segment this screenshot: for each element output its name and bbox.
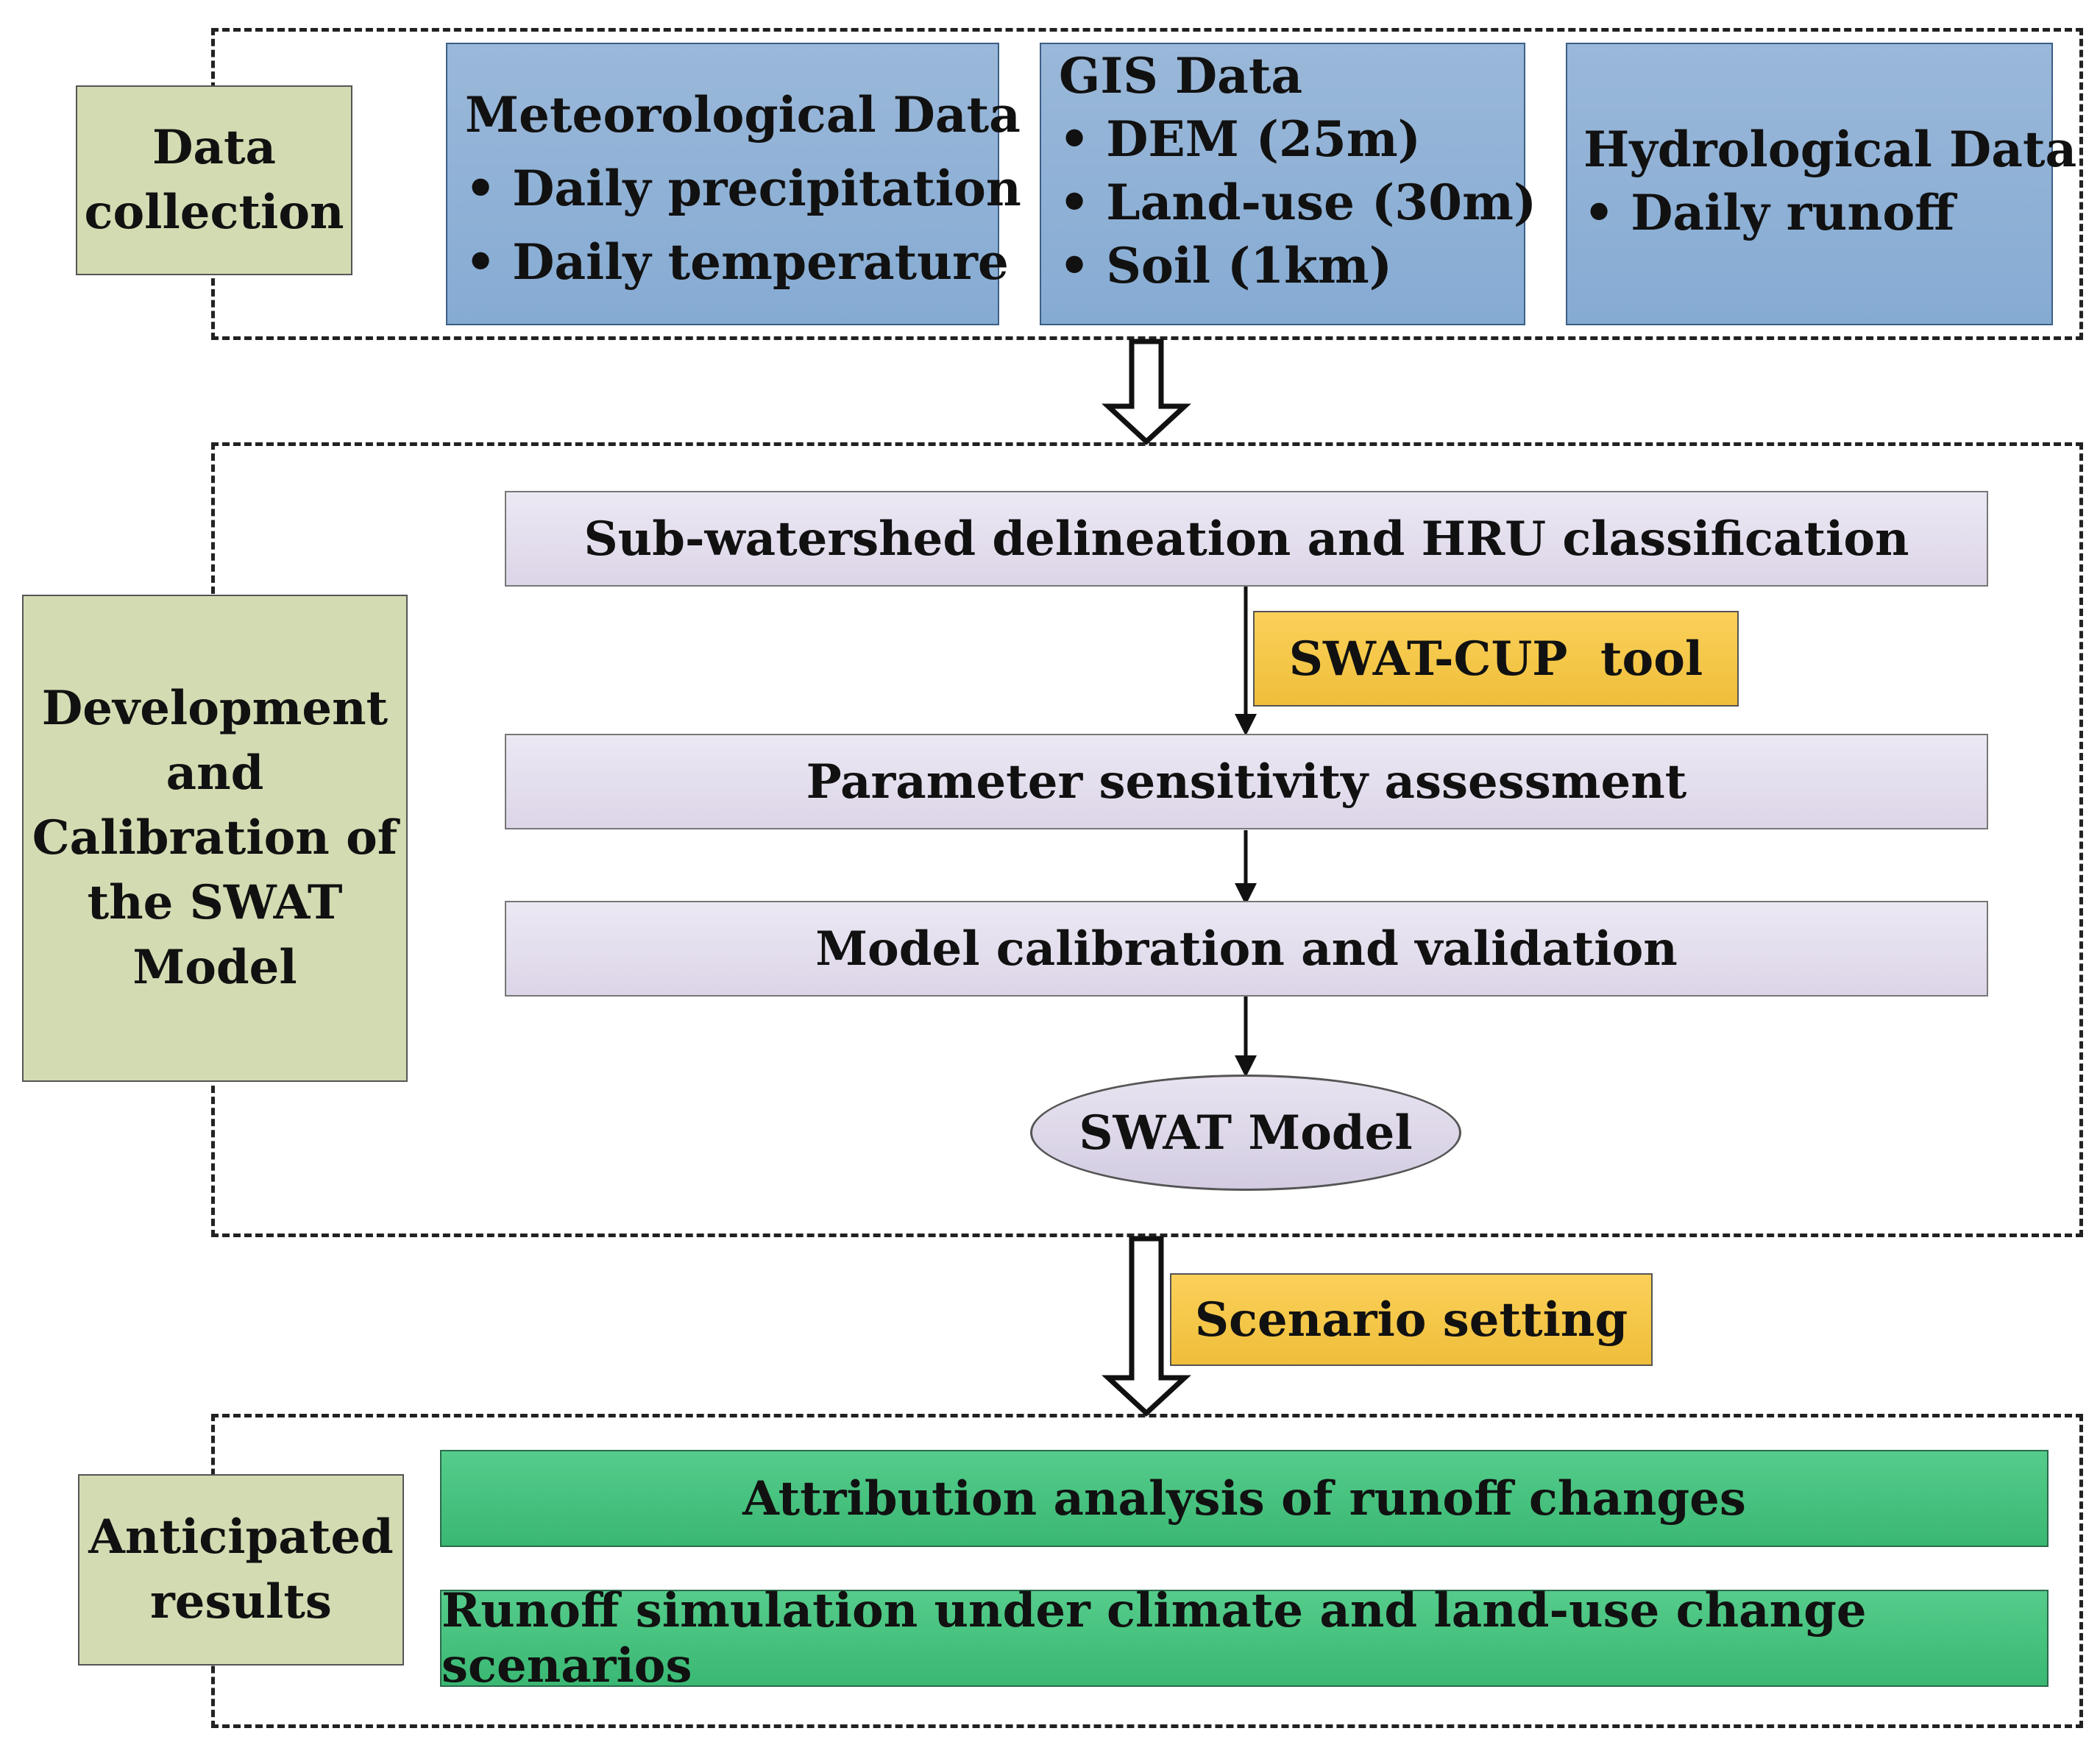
meteorological-title: Meteorological Data	[465, 86, 1021, 144]
scenario-setting-box: Scenario setting	[1170, 1273, 1653, 1366]
anticipated-results-line-2: results	[150, 1574, 332, 1629]
swat-cup-tool-box: SWAT-CUP tool	[1253, 611, 1739, 707]
meteorological-item: Daily precipitation	[465, 152, 1021, 225]
development-label: Development and Calibration of the SWAT …	[22, 595, 408, 1082]
swat-model-node: SWAT Model	[1030, 1075, 1461, 1191]
scenario-setting-text: Scenario setting	[1194, 1292, 1628, 1348]
parameter-sensitivity-step: Parameter sensitivity assessment	[505, 734, 1988, 829]
anticipated-results-line-1: Anticipated	[88, 1509, 394, 1565]
down-block-arrow-1	[1102, 339, 1191, 445]
model-calibration-text: Model calibration and validation	[815, 921, 1678, 977]
subwatershed-delineation-step: Sub-watershed delineation and HRU classi…	[505, 491, 1988, 587]
data-collection-line-1: Data	[152, 120, 276, 175]
hydrological-data-box: Hydrological Data Daily runoff	[1566, 43, 2077, 325]
runoff-simulation-text: Runoff simulation under climate and land…	[441, 1583, 1867, 1693]
runoff-simulation-result: Runoff simulation under climate and land…	[440, 1583, 2048, 1693]
development-line-3: Calibration of	[32, 810, 398, 866]
attribution-analysis-result: Attribution analysis of runoff changes	[440, 1450, 2048, 1547]
data-collection-label: Data collection	[76, 85, 352, 275]
development-line-2: and	[166, 746, 264, 801]
meteorological-data-box: Meteorological Data Daily precipitation …	[446, 43, 1021, 325]
development-line-5: Model	[132, 940, 297, 995]
down-block-arrow-2	[1102, 1236, 1191, 1417]
data-collection-line-2: collection	[84, 185, 344, 240]
subwatershed-delineation-text: Sub-watershed delineation and HRU classi…	[583, 511, 1909, 567]
anticipated-results-label: Anticipated results	[78, 1474, 404, 1666]
hydrological-title: Hydrological Data	[1583, 121, 2077, 178]
gis-title: GIS Data	[1059, 47, 1303, 105]
gis-item: Soil (1km)	[1059, 234, 1524, 297]
parameter-sensitivity-text: Parameter sensitivity assessment	[806, 754, 1687, 810]
gis-item: Land-use (30m)	[1059, 171, 1536, 234]
meteorological-item: Daily temperature	[465, 225, 1009, 299]
gis-item: DEM (25m)	[1059, 107, 1524, 171]
model-calibration-step: Model calibration and validation	[505, 901, 1988, 997]
development-line-1: Development	[41, 681, 389, 736]
development-line-4: the SWAT	[87, 875, 343, 930]
attribution-analysis-text: Attribution analysis of runoff changes	[742, 1470, 1746, 1526]
swat-cup-tool-text: SWAT-CUP tool	[1288, 631, 1703, 687]
swat-model-text: SWAT Model	[1079, 1105, 1413, 1161]
gis-data-box: GIS Data DEM (25m) Land-use (30m) Soil (…	[1040, 43, 1536, 325]
hydrological-item: Daily runoff	[1583, 181, 2051, 244]
